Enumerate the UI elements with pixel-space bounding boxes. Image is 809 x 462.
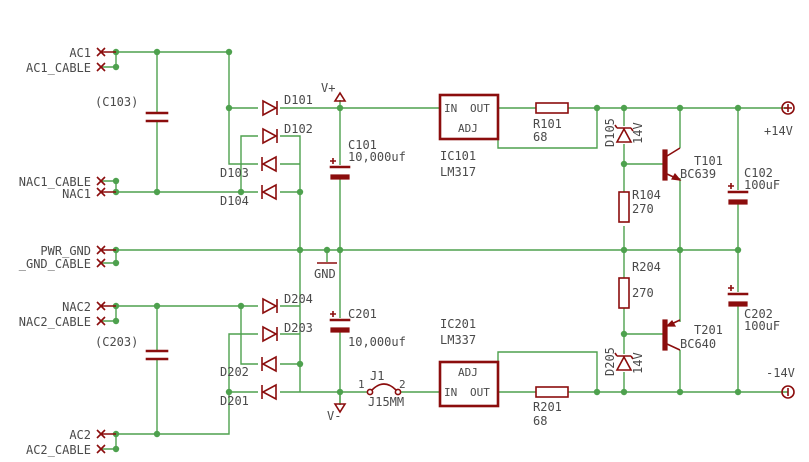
regulator-ic101: [438, 93, 500, 141]
label-out-neg: -14V: [766, 366, 795, 380]
label-gnd-cable: _GND_CABLE: [19, 257, 91, 271]
label-d204: D204: [284, 292, 313, 306]
ic101-pin-out: OUT: [470, 102, 490, 115]
label-d101: D101: [284, 93, 313, 107]
zener-d105: [614, 124, 634, 143]
diode-d102: [262, 127, 278, 145]
capacitor-c203: [145, 349, 169, 361]
label-d104: D104: [220, 194, 249, 208]
diode-d204: [262, 297, 278, 315]
label-c202-value: 100uF: [744, 319, 780, 333]
ic101-pin-in: IN: [444, 102, 457, 115]
label-d105-value: 14V: [631, 122, 645, 144]
resistor-r201: [535, 386, 569, 398]
label-r101-value: 68: [533, 130, 547, 144]
transistor-t201: [662, 319, 681, 351]
capacitor-c202: [727, 285, 749, 307]
label-out-pos: +14V: [764, 124, 793, 138]
label-r104-value: 270: [632, 202, 654, 216]
ic201-pin-out: OUT: [470, 386, 490, 399]
label-nac1-cable: NAC1_CABLE: [19, 175, 91, 189]
transistor-t101: [662, 147, 682, 181]
vplus-symbol: [333, 91, 347, 102]
label-t101-part: BC639: [680, 167, 716, 181]
label-ic201-part: LM337: [440, 333, 476, 347]
diode-d203: [262, 325, 278, 343]
label-r201: R201: [533, 400, 562, 414]
label-j1-part: J15MM: [368, 395, 404, 409]
resistor-r101: [535, 102, 569, 114]
label-d201: D201: [220, 394, 249, 408]
junctions: [112, 48, 742, 453]
label-r104: R104: [632, 188, 661, 202]
label-c201-value: 10,000uf: [348, 335, 406, 349]
label-ac2-cable: AC2_CABLE: [26, 443, 91, 457]
label-vminus: V-: [327, 409, 341, 423]
label-ic201: IC201: [440, 317, 476, 331]
label-t201: T201: [694, 323, 723, 337]
label-vplus: V+: [321, 81, 335, 95]
label-j1-pin2: 2: [399, 378, 406, 391]
capacitor-c102: [727, 183, 749, 205]
label-d203: D203: [284, 321, 313, 335]
label-c202: C202: [744, 307, 773, 321]
label-ic101-part: LM317: [440, 165, 476, 179]
label-r204-value: 270: [632, 286, 654, 300]
label-c102-value: 100uF: [744, 178, 780, 192]
label-nac2: NAC2: [62, 300, 91, 314]
label-ac1: AC1: [69, 46, 91, 60]
diode-d101: [262, 99, 278, 117]
output-terminal-positive[interactable]: [781, 101, 795, 115]
label-c101-value: 10,000uf: [348, 150, 406, 164]
capacitor-c201: [329, 311, 351, 333]
label-r201-value: 68: [533, 414, 547, 428]
label-ac2: AC2: [69, 428, 91, 442]
label-gnd: GND: [314, 267, 336, 281]
diode-d104: [261, 183, 277, 201]
label-r101: R101: [533, 117, 562, 131]
vminus-symbol: [333, 403, 347, 414]
resistor-r104: [618, 191, 630, 223]
label-pwr-gnd: PWR_GND: [40, 244, 91, 258]
output-terminal-negative[interactable]: [781, 385, 795, 399]
label-t201-part: BC640: [680, 337, 716, 351]
label-d102: D102: [284, 122, 313, 136]
label-d202: D202: [220, 365, 249, 379]
label-ic101: IC101: [440, 149, 476, 163]
label-c203: (C203): [95, 335, 138, 349]
label-d103: D103: [220, 166, 249, 180]
diode-d201: [261, 383, 277, 401]
label-nac2-cable: NAC2_CABLE: [19, 315, 91, 329]
ic201-pin-in: IN: [444, 386, 457, 399]
capacitor-c101: [329, 158, 351, 180]
label-c201: C201: [348, 307, 377, 321]
label-ac1-cable: AC1_CABLE: [26, 61, 91, 75]
label-c101: C101: [348, 138, 377, 152]
label-nac1: NAC1: [62, 187, 91, 201]
label-c103: (C103): [95, 95, 138, 109]
label-t101: T101: [694, 154, 723, 168]
diode-d202: [261, 355, 277, 373]
ic201-pin-adj: ADJ: [458, 366, 478, 379]
regulator-ic201: [438, 360, 500, 408]
jumper-j1: [366, 383, 402, 396]
label-r204: R204: [632, 260, 661, 274]
label-d105: D105: [603, 118, 617, 147]
diode-d103: [261, 155, 277, 173]
resistor-r204: [618, 277, 630, 309]
zener-d205: [614, 352, 634, 371]
capacitor-c103: [145, 111, 169, 123]
label-j1: J1: [370, 369, 384, 383]
label-d205: D205: [603, 347, 617, 376]
connector-pads: [96, 47, 116, 454]
label-c102: C102: [744, 166, 773, 180]
ic101-pin-adj: ADJ: [458, 122, 478, 135]
label-d205-value: 14V: [631, 352, 645, 374]
label-j1-pin1: 1: [358, 378, 365, 391]
